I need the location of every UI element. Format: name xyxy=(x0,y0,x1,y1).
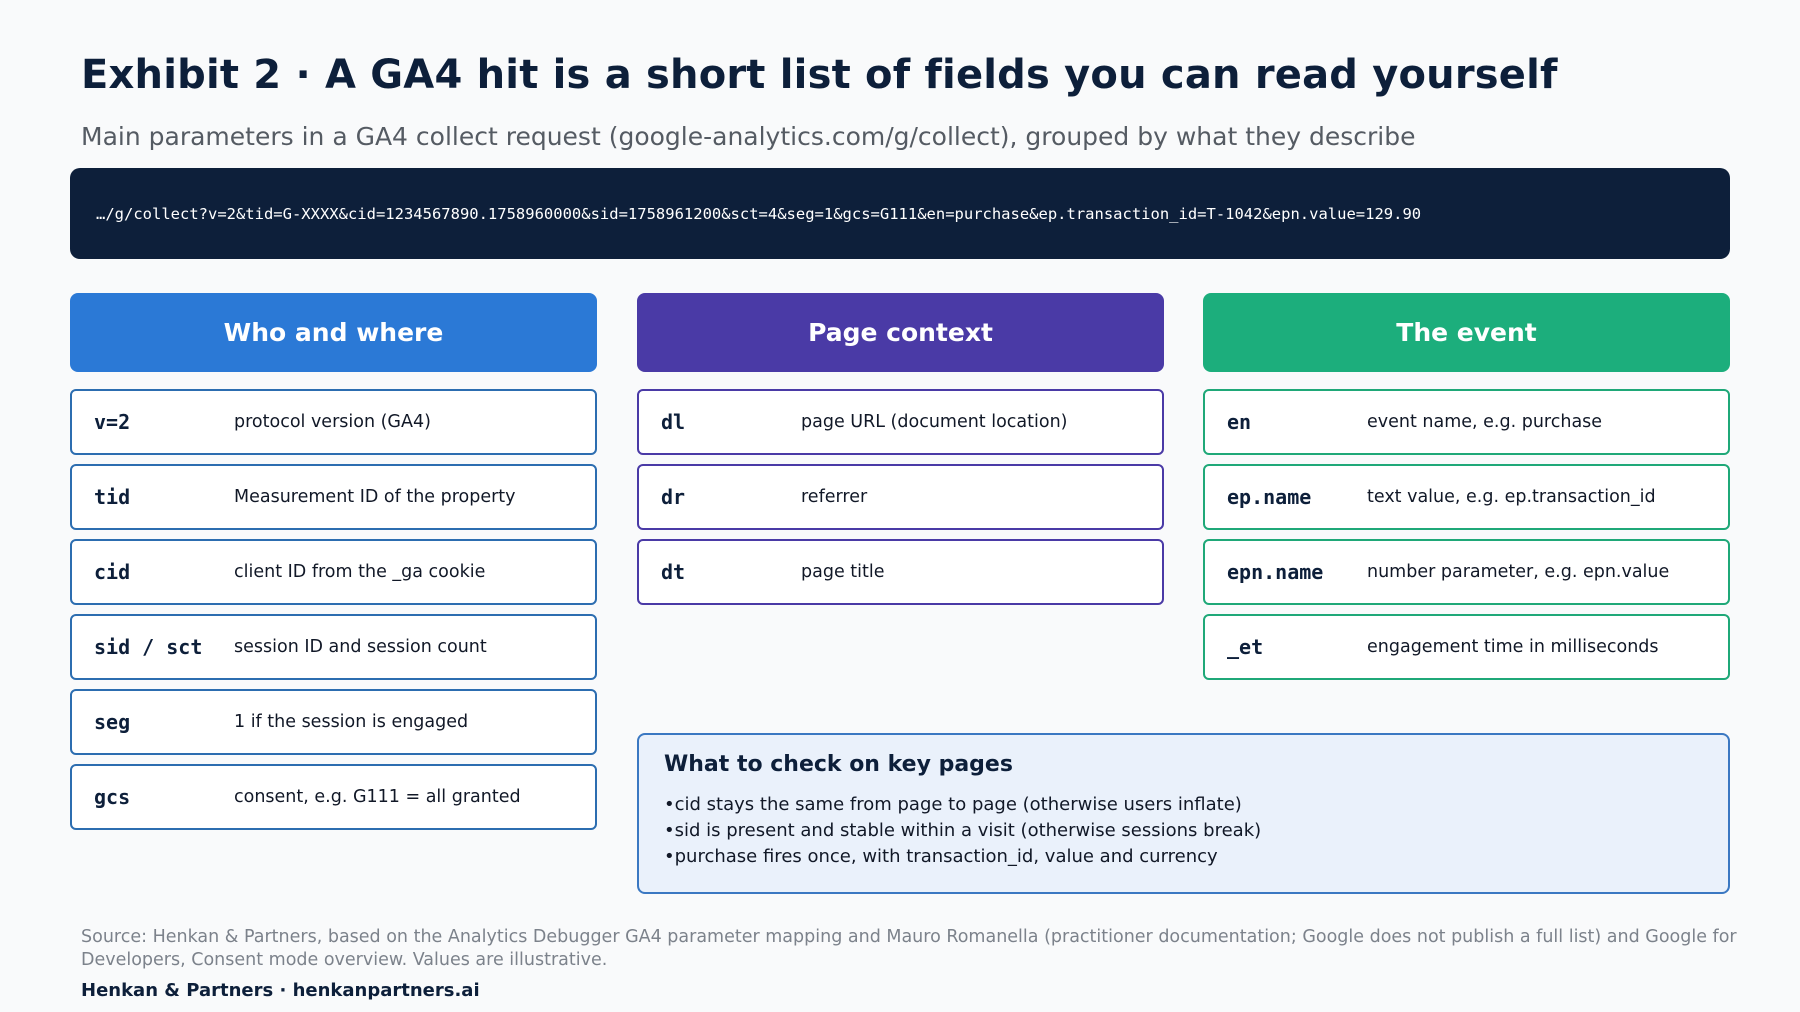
param-desc: Measurement ID of the property xyxy=(234,487,516,507)
param-key: tid xyxy=(94,485,131,509)
param-desc: text value, e.g. ep.transaction_id xyxy=(1367,487,1656,507)
param-desc: consent, e.g. G111 = all granted xyxy=(234,787,521,807)
footer-credit: Henkan & Partners · henkanpartners.ai xyxy=(81,980,480,1001)
param-desc: session ID and session count xyxy=(234,637,487,657)
column-who-and-where: Who and where v=2 protocol version (GA4)… xyxy=(70,293,597,839)
param-key: dr xyxy=(661,485,686,509)
page-title: Exhibit 2 · A GA4 hit is a short list of… xyxy=(81,52,1558,98)
param-row: epn.name number parameter, e.g. epn.valu… xyxy=(1203,539,1730,605)
param-desc: number parameter, e.g. epn.value xyxy=(1367,562,1670,582)
param-row: dt page title xyxy=(637,539,1164,605)
param-row: ep.name text value, e.g. ep.transaction_… xyxy=(1203,464,1730,530)
checklist-item: sid is present and stable within a visit… xyxy=(664,818,1728,844)
param-row: cid client ID from the _ga cookie xyxy=(70,539,597,605)
source-note: Source: Henkan & Partners, based on the … xyxy=(81,927,1737,970)
param-row: sid / sct session ID and session count xyxy=(70,614,597,680)
param-row: gcs consent, e.g. G111 = all granted xyxy=(70,764,597,830)
param-key: gcs xyxy=(94,785,131,809)
column-the-event: The event en event name, e.g. purchase e… xyxy=(1203,293,1730,689)
param-desc: page URL (document location) xyxy=(801,412,1068,432)
param-key: dl xyxy=(661,410,686,434)
checklist-title: What to check on key pages xyxy=(664,752,1013,777)
request-url: …/g/collect?v=2&tid=G-XXXX&cid=123456789… xyxy=(96,204,1422,223)
page-subtitle: Main parameters in a GA4 collect request… xyxy=(81,122,1416,151)
column-header: Page context xyxy=(637,293,1164,372)
column-page-context: Page context dl page URL (document locat… xyxy=(637,293,1164,614)
param-key: _et xyxy=(1227,635,1264,659)
param-row: _et engagement time in milliseconds xyxy=(1203,614,1730,680)
param-row: dr referrer xyxy=(637,464,1164,530)
param-desc: protocol version (GA4) xyxy=(234,412,431,432)
param-desc: page title xyxy=(801,562,885,582)
column-header: The event xyxy=(1203,293,1730,372)
param-row: dl page URL (document location) xyxy=(637,389,1164,455)
checklist-box: What to check on key pages cid stays the… xyxy=(637,733,1730,894)
param-key: v=2 xyxy=(94,410,131,434)
param-key: dt xyxy=(661,560,686,584)
param-desc: event name, e.g. purchase xyxy=(1367,412,1603,432)
param-key: en xyxy=(1227,410,1252,434)
param-row: en event name, e.g. purchase xyxy=(1203,389,1730,455)
param-desc: engagement time in milliseconds xyxy=(1367,637,1659,657)
column-header: Who and where xyxy=(70,293,597,372)
param-desc: 1 if the session is engaged xyxy=(234,712,469,732)
param-desc: referrer xyxy=(801,487,868,507)
param-row: seg 1 if the session is engaged xyxy=(70,689,597,755)
param-key: cid xyxy=(94,560,131,584)
param-key: seg xyxy=(94,710,131,734)
checklist-item: purchase fires once, with transaction_id… xyxy=(664,844,1728,870)
param-row: v=2 protocol version (GA4) xyxy=(70,389,597,455)
request-url-box: …/g/collect?v=2&tid=G-XXXX&cid=123456789… xyxy=(70,168,1730,259)
param-key: ep.name xyxy=(1227,485,1312,509)
param-key: epn.name xyxy=(1227,560,1324,584)
checklist-item: cid stays the same from page to page (ot… xyxy=(664,792,1728,818)
checklist-list: cid stays the same from page to page (ot… xyxy=(664,792,1728,870)
param-row: tid Measurement ID of the property xyxy=(70,464,597,530)
param-key: sid / sct xyxy=(94,635,203,659)
param-desc: client ID from the _ga cookie xyxy=(234,562,486,582)
